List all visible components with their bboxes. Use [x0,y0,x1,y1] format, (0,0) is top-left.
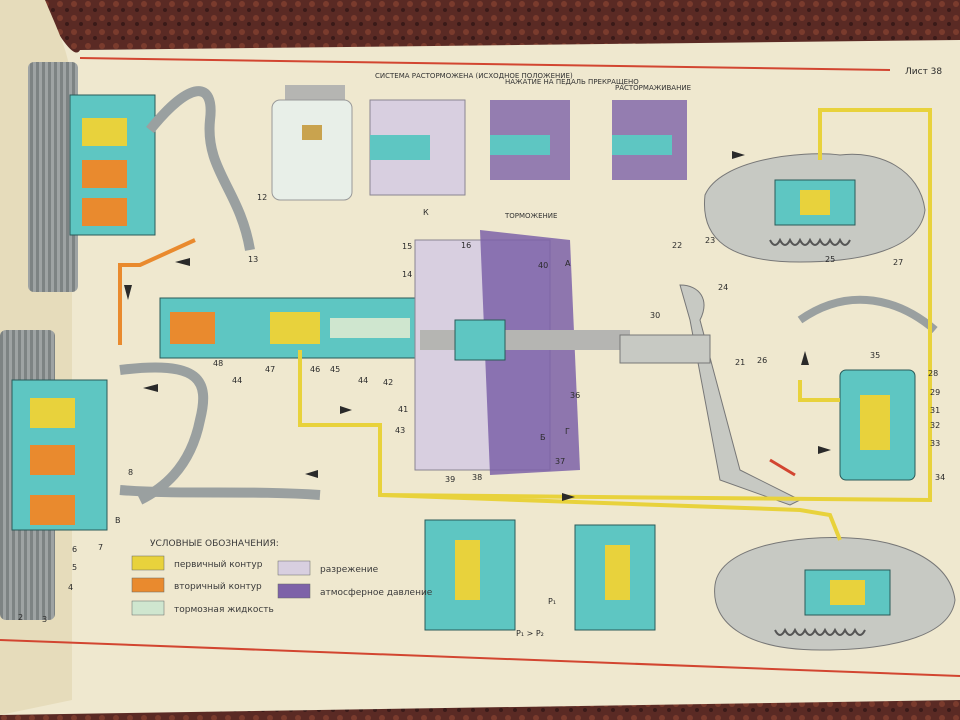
callout-15: 15 [402,242,412,251]
legend-swatch [131,555,165,571]
callout-45: 45 [330,365,340,374]
callout-41: 41 [398,405,408,414]
callout-a: А [565,259,571,268]
regulator-view-1 [424,519,516,631]
caption-pedal-stopped: НАЖАТИЕ НА ПЕДАЛЬ ПРЕКРАЩЕНО [505,78,639,86]
callout-29: 29 [930,388,940,397]
hose-top [146,86,255,251]
rear-brake-bottom [714,537,956,651]
legend-swatch [131,600,165,616]
booster-view-3 [612,100,687,180]
callout-34: 34 [935,473,945,482]
sheet-label: Лист 38 [905,67,942,77]
flow-arrows [124,151,831,501]
callouts: К 44 44 41 42 43 45 46 47 48 13 12 14 15… [18,193,945,638]
callout-23: 23 [705,236,715,245]
brake-pedal [619,284,802,506]
secondary-circuit-lines [118,238,196,345]
callout-3: 3 [42,615,47,624]
fluid-reservoir [271,85,353,201]
legend: УСЛОВНЫЕ ОБОЗНАЧЕНИЯ: первичный контур вт… [131,539,433,616]
callout-37: 37 [555,457,565,466]
callout-p1gtp2: P₁ > P₂ [516,629,544,638]
callout-p1: P₁ [548,597,556,606]
legend-swatch [131,577,165,593]
front-left-brake-top [28,62,156,292]
callout-14: 14 [402,270,412,279]
caption-released: СИСТЕМА РАСТОРМОЖЕНА (ИСХОДНОЕ ПОЛОЖЕНИЕ… [375,72,573,80]
callout-24: 24 [718,283,728,292]
callout-g: Г [565,427,570,436]
booster-view-1 [369,99,466,196]
primary-circuit-lines [298,108,932,541]
caption-releasing: РАСТОРМАЖИВАНИЕ [615,84,691,92]
rear-brake-top [703,153,926,263]
callout-12: 12 [257,193,267,202]
legend-label: тормозная жидкость [174,605,274,615]
legend-title: УСЛОВНЫЕ ОБОЗНАЧЕНИЯ: [150,539,279,549]
callout-35: 35 [870,351,880,360]
callout-k: К [423,208,429,217]
callout-21: 21 [735,358,745,367]
rear-hose [797,295,938,334]
callout-33: 33 [930,439,940,448]
callout-46: 46 [310,365,320,374]
callout-8: 8 [128,468,133,477]
callout-44b: 44 [358,376,368,385]
hose-mid [119,362,209,505]
caption-braking: ТОРМОЖЕНИЕ [504,212,557,220]
pressure-regulator [839,369,916,481]
front-left-brake-bottom [0,330,108,620]
callout-32: 32 [930,421,940,430]
legend-swatch [277,560,311,576]
legend-label: первичный контур [174,560,263,570]
callout-16: 16 [461,241,471,250]
legend-label: разрежение [320,565,379,575]
callout-48: 48 [213,359,223,368]
callout-22: 22 [672,241,682,250]
callout-36: 36 [570,391,580,400]
regulator-view-2 [574,524,656,631]
booster-view-2 [490,100,570,180]
callout-13: 13 [248,255,258,264]
top-red-rule [79,57,891,71]
legend-swatch [277,583,311,599]
callout-7: 7 [98,543,103,552]
hose-bottom [119,485,321,500]
callout-42: 42 [383,378,393,387]
callout-40: 40 [538,261,548,270]
callout-b: В [115,516,121,525]
callout-28: 28 [928,369,938,378]
callout-27: 27 [893,258,903,267]
callout-44a: 44 [232,376,242,385]
pedal-force-arrow [769,458,796,477]
callout-5: 5 [72,563,77,572]
callout-38: 38 [472,473,482,482]
callout-26: 26 [757,356,767,365]
callout-6: 6 [72,545,77,554]
callout-2: 2 [18,613,23,622]
callout-43: 43 [395,426,405,435]
callout-31: 31 [930,406,940,415]
legend-label: атмосферное давление [320,588,433,598]
vacuum-booster [414,230,630,475]
callout-30: 30 [650,311,660,320]
callout-39: 39 [445,475,455,484]
callout-25: 25 [825,255,835,264]
legend-label: вторичный контур [174,582,262,592]
callout-4: 4 [68,583,73,592]
bottom-red-rule [0,639,960,677]
master-cylinder [159,297,421,359]
callout-b2: Б [540,433,546,442]
callout-47: 47 [265,365,275,374]
